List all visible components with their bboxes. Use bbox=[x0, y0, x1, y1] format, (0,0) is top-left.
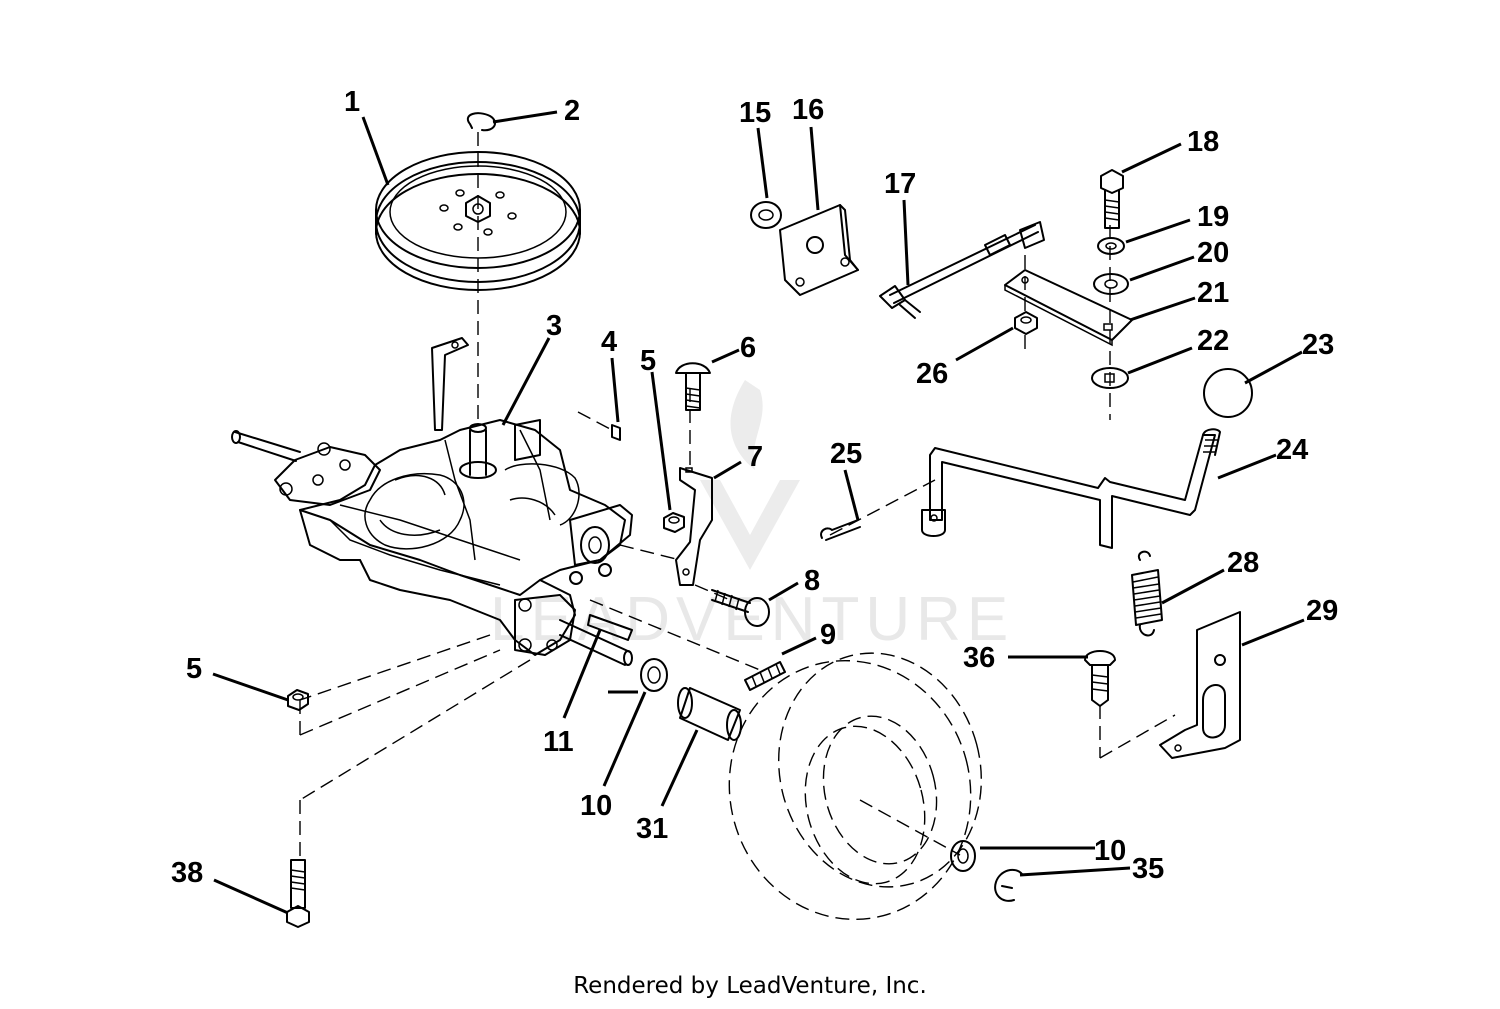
axle-key bbox=[587, 614, 633, 641]
callout-18: 18 bbox=[1187, 126, 1219, 158]
callout-36: 36 bbox=[963, 642, 995, 674]
callout-19: 19 bbox=[1197, 201, 1229, 233]
callout-4: 4 bbox=[601, 326, 617, 358]
callout-16: 16 bbox=[792, 94, 824, 126]
spring-bracket bbox=[1159, 611, 1241, 759]
carriage-bolt bbox=[675, 362, 711, 411]
callout-11: 11 bbox=[543, 726, 574, 758]
callout-15: 15 bbox=[739, 97, 771, 129]
pulley bbox=[375, 151, 581, 291]
callout-26: 26 bbox=[916, 358, 948, 390]
callout-21: 21 bbox=[1197, 277, 1229, 309]
washer-right bbox=[950, 840, 976, 872]
callout-23: 23 bbox=[1302, 329, 1334, 361]
hex-bolt-18 bbox=[1100, 169, 1124, 229]
callout-31: 31 bbox=[636, 813, 668, 845]
callout-5-upper: 5 bbox=[640, 345, 656, 377]
washer-left bbox=[640, 658, 668, 692]
callout-10-left: 10 bbox=[580, 790, 612, 822]
callout-8: 8 bbox=[804, 565, 820, 597]
extension-spring bbox=[1131, 550, 1163, 637]
spacer bbox=[677, 687, 742, 741]
shift-knob bbox=[1203, 368, 1253, 418]
shift-lever bbox=[921, 428, 1221, 549]
callout-35: 35 bbox=[1132, 853, 1164, 885]
angle-bracket bbox=[779, 204, 859, 296]
washer-22 bbox=[1091, 367, 1129, 389]
e-clip bbox=[994, 868, 1023, 902]
control-rod bbox=[879, 221, 1045, 319]
callout-10-right: 10 bbox=[1094, 835, 1126, 867]
render-credit: Rendered by LeadVenture, Inc. bbox=[573, 973, 927, 999]
callout-2: 2 bbox=[564, 95, 580, 127]
hex-nut-26 bbox=[1014, 311, 1038, 335]
lock-washer-19 bbox=[1097, 237, 1125, 255]
spring bbox=[744, 661, 786, 691]
callout-17: 17 bbox=[884, 168, 916, 200]
flat-washer-15 bbox=[750, 201, 782, 229]
assembly-lines bbox=[299, 132, 1176, 860]
callout-38: 38 bbox=[171, 857, 203, 889]
watermark-logo bbox=[700, 380, 800, 570]
callout-6: 6 bbox=[740, 332, 756, 364]
transaxle bbox=[231, 337, 633, 666]
wheel bbox=[728, 652, 983, 921]
callout-25: 25 bbox=[830, 438, 862, 470]
bottom-bolt bbox=[286, 859, 310, 928]
callout-1: 1 bbox=[344, 86, 360, 118]
hex-bolt bbox=[711, 589, 770, 627]
leader-lines bbox=[212, 110, 1305, 915]
callout-22: 22 bbox=[1197, 325, 1229, 357]
hex-screw-36 bbox=[1084, 650, 1116, 707]
callout-20: 20 bbox=[1197, 237, 1229, 269]
callout-24: 24 bbox=[1276, 434, 1308, 466]
callout-7: 7 bbox=[747, 441, 763, 473]
retaining-clip bbox=[467, 112, 497, 132]
callout-28: 28 bbox=[1227, 547, 1259, 579]
watermark: LEADVENTURE bbox=[490, 380, 1008, 654]
callout-numbers: 1 2 3 4 5 5 6 7 8 9 10 10 11 15 16 17 18… bbox=[171, 86, 1338, 889]
key bbox=[611, 424, 621, 441]
hex-nut-upper bbox=[663, 512, 685, 533]
cotter-pin bbox=[820, 519, 861, 541]
hex-nut-lower bbox=[287, 689, 309, 711]
callout-3: 3 bbox=[546, 310, 562, 342]
shift-bracket bbox=[675, 467, 713, 586]
callout-29: 29 bbox=[1306, 595, 1338, 627]
callout-5-lower: 5 bbox=[186, 653, 202, 685]
callout-9: 9 bbox=[820, 619, 836, 651]
flat-washer-20 bbox=[1093, 273, 1129, 295]
